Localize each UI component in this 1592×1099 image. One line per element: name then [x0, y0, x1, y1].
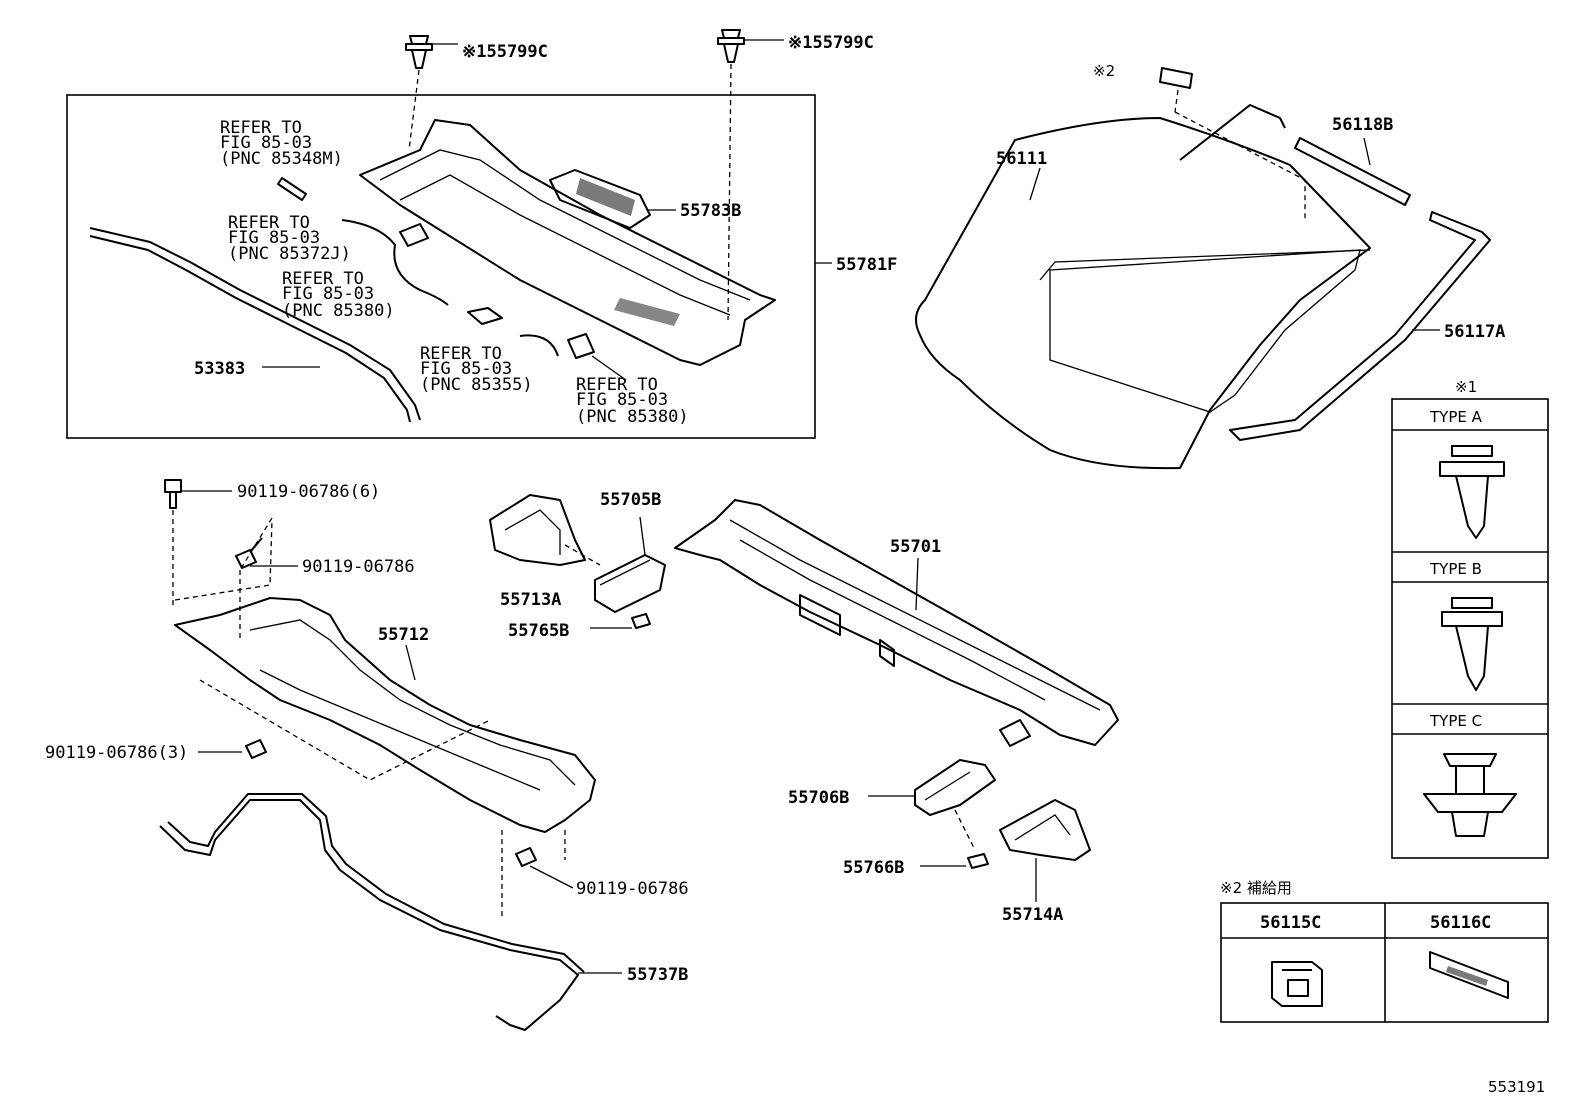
label-53383: 53383 — [194, 359, 245, 379]
figure-number: 553191 — [1488, 1078, 1545, 1096]
bolt-b4 — [501, 830, 574, 920]
label-56117A: 56117A — [1444, 322, 1505, 342]
clip-85355 — [467, 307, 503, 325]
ref2-l3: (PNC 85372J) — [228, 244, 351, 264]
bracket-55705B — [590, 516, 666, 629]
label-55781F: 55781F — [836, 255, 897, 275]
ref4-l1: REFER TO — [420, 344, 502, 364]
label-b4: 90119-06786 — [576, 879, 689, 899]
bolt-b3 — [198, 739, 267, 759]
ref1-l1: REFER TO — [220, 118, 302, 138]
clip-left — [405, 35, 458, 151]
clip-55766B — [920, 853, 989, 869]
crossmember-55701 — [674, 499, 1119, 747]
label-55737B: 55737B — [627, 965, 688, 985]
ref5-l2: FIG 85-03 — [576, 390, 668, 410]
bracket-55706B — [868, 759, 996, 851]
clip-right — [717, 29, 784, 321]
hose-85380 — [519, 333, 627, 381]
note2-marker: ※2 — [1093, 62, 1115, 80]
bolt-b2 — [235, 517, 298, 640]
washer-nozzle — [277, 177, 307, 201]
ref4-l2: FIG 85-03 — [420, 359, 512, 379]
ref2-l2: FIG 85-03 — [228, 228, 320, 248]
label-55701: 55701 — [890, 537, 941, 557]
bolt-pattern-lines — [174, 519, 491, 781]
type-c-label: TYPE C — [1429, 712, 1482, 730]
ref5-l1: REFER TO — [576, 375, 658, 395]
seal-53383 — [89, 227, 421, 423]
windshield-56111 — [915, 117, 1371, 470]
ref2-l1: REFER TO — [228, 213, 310, 233]
seal-55737B — [159, 793, 622, 1031]
label-55712: 55712 — [378, 625, 429, 645]
type-table — [1391, 398, 1549, 859]
supply-caption: ※2 補給用 — [1220, 879, 1292, 897]
label-56111: 56111 — [996, 149, 1047, 169]
supply-col-1: 56115C — [1260, 913, 1321, 933]
label-55766B: 55766B — [843, 858, 904, 878]
type-table-header: ※1 — [1455, 378, 1477, 396]
label-b3: 90119-06786(3) — [45, 743, 188, 763]
molding-56118B — [1179, 104, 1411, 206]
cowl-panel-55712 — [174, 597, 596, 833]
supply-col-2: 56116C — [1430, 913, 1491, 933]
label-b1: 90119-06786(6) — [237, 482, 380, 502]
ref4-l3: (PNC 85355) — [420, 375, 533, 395]
bolt-b1 — [164, 479, 232, 605]
clip-right-label: ※155799C — [788, 33, 874, 53]
cowl-top-frame — [66, 94, 816, 439]
label-b2: 90119-06786 — [302, 557, 415, 577]
ref3-l2: FIG 85-03 — [282, 284, 374, 304]
tab-note2 — [1159, 67, 1306, 220]
supply-table — [1220, 902, 1549, 1023]
label-55783B: 55783B — [680, 201, 741, 221]
clip-left-label: ※155799C — [462, 42, 548, 62]
label-55714A: 55714A — [1002, 905, 1063, 925]
cowl-top-panel — [359, 119, 776, 366]
ref3-l1: REFER TO — [282, 269, 364, 289]
type-b-label: TYPE B — [1429, 560, 1482, 578]
ref1-l3: (PNC 85348M) — [220, 149, 343, 169]
bracket-55714A — [999, 799, 1091, 902]
type-a-label: TYPE A — [1429, 408, 1483, 426]
washer-hose — [341, 219, 449, 306]
ref1-l2: FIG 85-03 — [220, 133, 312, 153]
label-55705B: 55705B — [600, 490, 661, 510]
label-56118B: 56118B — [1332, 115, 1393, 135]
ref5-l3: (PNC 85380) — [576, 407, 689, 427]
bracket-55713A — [489, 494, 601, 566]
label-55713A: 55713A — [500, 590, 561, 610]
label-55706B: 55706B — [788, 788, 849, 808]
molding-56117A — [1229, 211, 1491, 441]
label-55765B: 55765B — [508, 621, 569, 641]
ref3-l3: (PNC 85380) — [282, 301, 395, 321]
louver-55783B — [549, 169, 676, 229]
